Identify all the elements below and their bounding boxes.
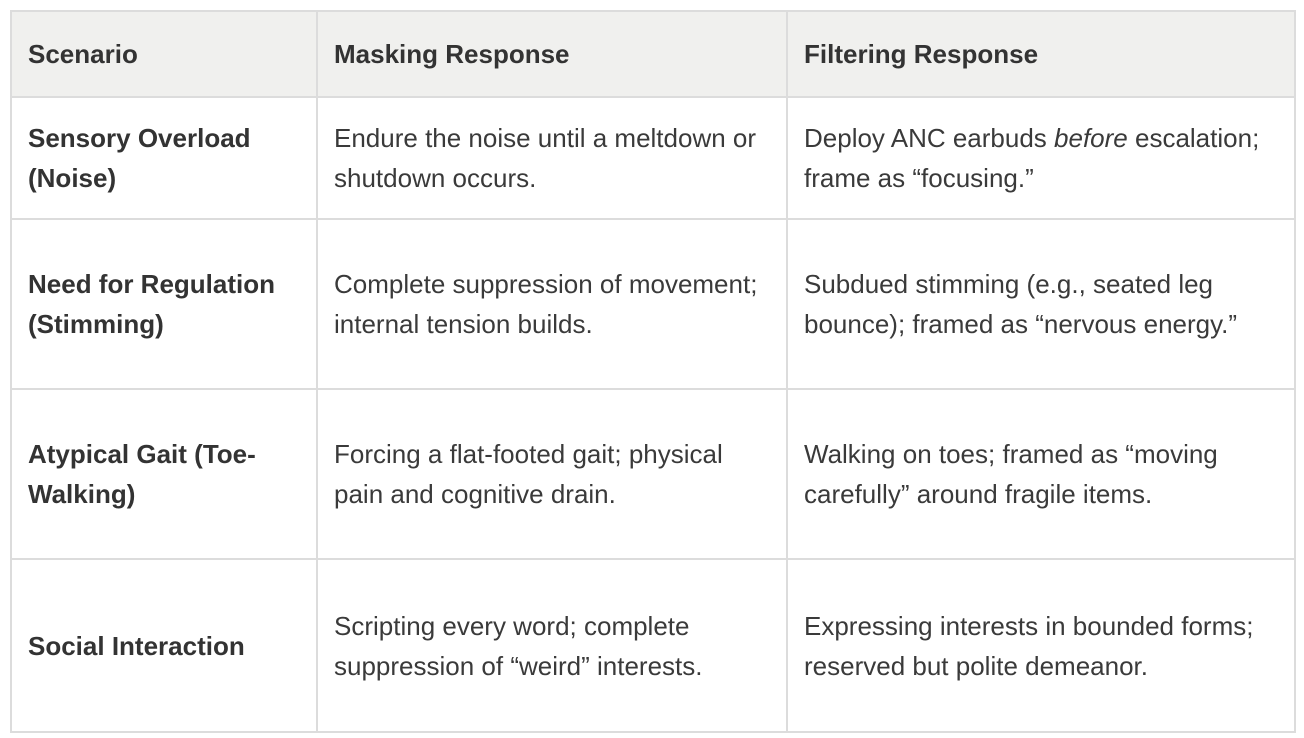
column-header-filtering-response: Filtering Response <box>786 10 1296 98</box>
cell-filtering-response: Walking on toes; framed as “moving caref… <box>786 388 1296 560</box>
cell-scenario: Social Interaction <box>10 558 318 733</box>
header-row: Scenario Masking Response Filtering Resp… <box>10 10 1296 98</box>
table-row-sensory-overload: Sensory Overload (Noise) Endure the nois… <box>10 96 1296 220</box>
table-header: Scenario Masking Response Filtering Resp… <box>10 10 1296 98</box>
cell-scenario: Sensory Overload (Noise) <box>10 96 318 220</box>
cell-masking-response: Forcing a flat-footed gait; physical pai… <box>316 388 788 560</box>
filtering-text-italic: before <box>1054 123 1128 153</box>
cell-masking-response: Complete suppression of movement; intern… <box>316 218 788 390</box>
cell-masking-response: Scripting every word; complete suppressi… <box>316 558 788 733</box>
table-row-need-for-regulation: Need for Regulation (Stimming) Complete … <box>10 218 1296 390</box>
filtering-text-pre: Deploy ANC earbuds <box>804 123 1055 153</box>
table-body: Sensory Overload (Noise) Endure the nois… <box>10 96 1296 733</box>
cell-filtering-response: Expressing interests in bounded forms; r… <box>786 558 1296 733</box>
cell-filtering-response: Deploy ANC earbuds before escalation; fr… <box>786 96 1296 220</box>
table-row-atypical-gait: Atypical Gait (Toe-Walking) Forcing a fl… <box>10 388 1296 560</box>
column-header-masking-response: Masking Response <box>316 10 788 98</box>
filtering-text-post: escalation; frame as “focusing.” <box>804 123 1260 193</box>
cell-filtering-response: Subdued stimming (e.g., seated leg bounc… <box>786 218 1296 390</box>
masking-vs-filtering-table: Scenario Masking Response Filtering Resp… <box>10 10 1296 733</box>
table-row-social-interaction: Social Interaction Scripting every word;… <box>10 558 1296 733</box>
cell-scenario: Atypical Gait (Toe-Walking) <box>10 388 318 560</box>
cell-masking-response: Endure the noise until a meltdown or shu… <box>316 96 788 220</box>
cell-scenario: Need for Regulation (Stimming) <box>10 218 318 390</box>
column-header-scenario: Scenario <box>10 10 318 98</box>
